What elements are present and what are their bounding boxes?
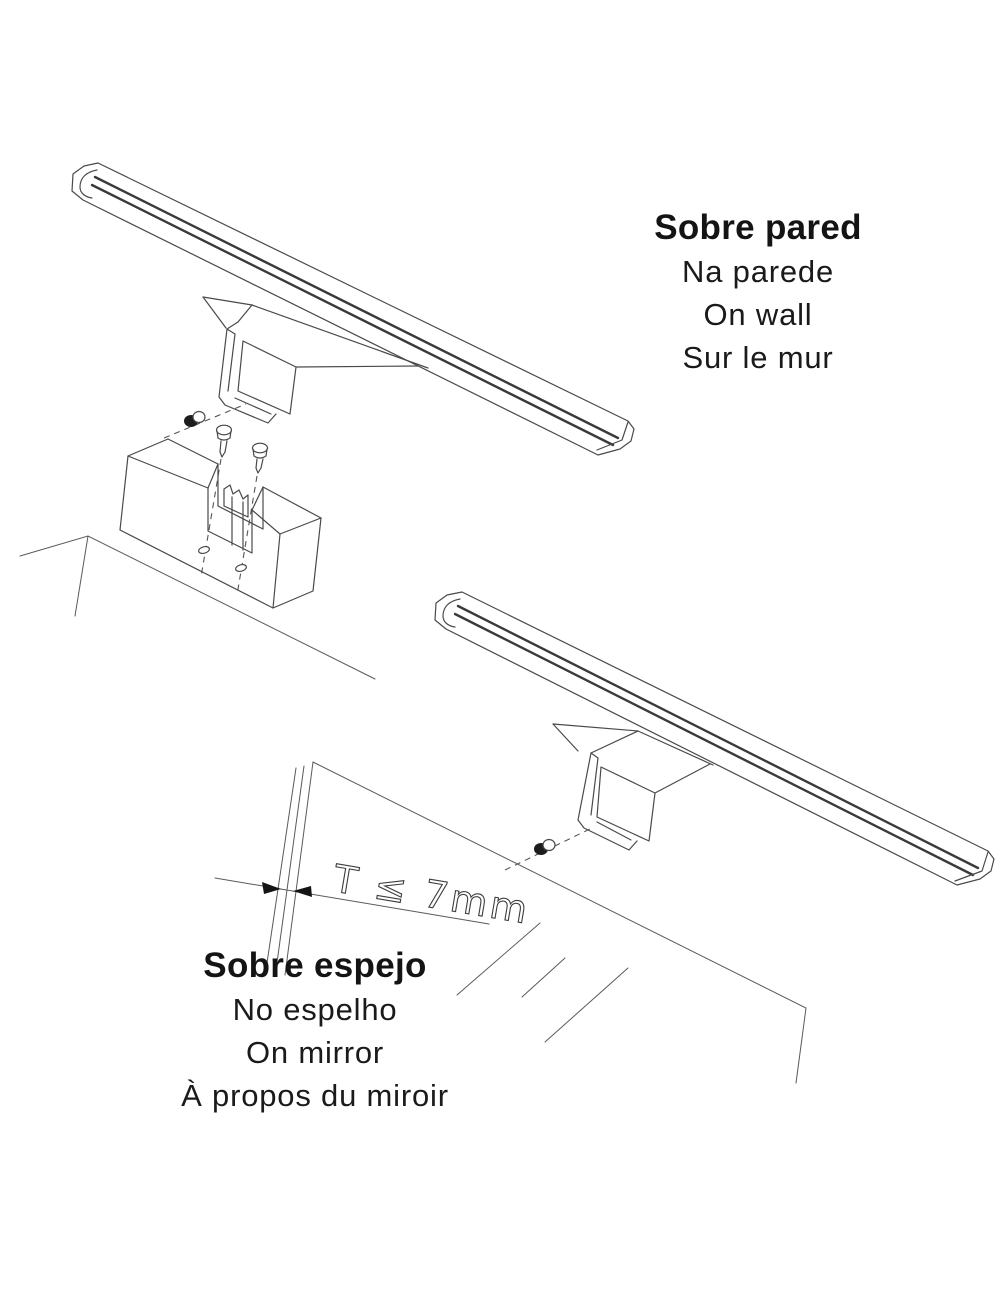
mirror-label-fr: À propos du miroir (181, 1078, 449, 1113)
wall-label-fr: Sur le mur (682, 340, 834, 375)
lamp-bar (71, 162, 635, 456)
wall-corner-lines (19, 535, 376, 680)
wall-mount-box (119, 438, 322, 609)
mirror-thickness-dimension: T ≤ 7mm (214, 856, 534, 933)
mounting-bracket (202, 296, 429, 424)
mirror-pane (266, 761, 807, 1084)
wall-label-pt: Na parede (682, 254, 834, 289)
wall-label-en: On wall (703, 297, 813, 332)
mirror-mount-label-block: Sobre espejo No espelho On mirror À prop… (140, 944, 490, 1117)
mirror-label-title: Sobre espejo (203, 946, 427, 985)
wall-label-title: Sobre pared (654, 208, 862, 247)
dimension-arrow-left (262, 882, 281, 894)
lamp-bar-mirror (434, 591, 995, 886)
mirror-label-en: On mirror (245, 1035, 385, 1070)
mirror-clamp-bracket (552, 723, 714, 851)
dimension-label: T ≤ 7mm (330, 856, 534, 932)
mounting-screws (200, 424, 269, 596)
wall-mount-diagram (19, 162, 635, 680)
set-screw-mirror (504, 828, 591, 871)
mirror-label-pt: No espelho (232, 992, 398, 1027)
dimension-arrow-right (293, 886, 312, 897)
set-screw (163, 403, 247, 439)
wall-mount-label-block: Sobre pared Na parede On wall Sur le mur (583, 206, 933, 379)
